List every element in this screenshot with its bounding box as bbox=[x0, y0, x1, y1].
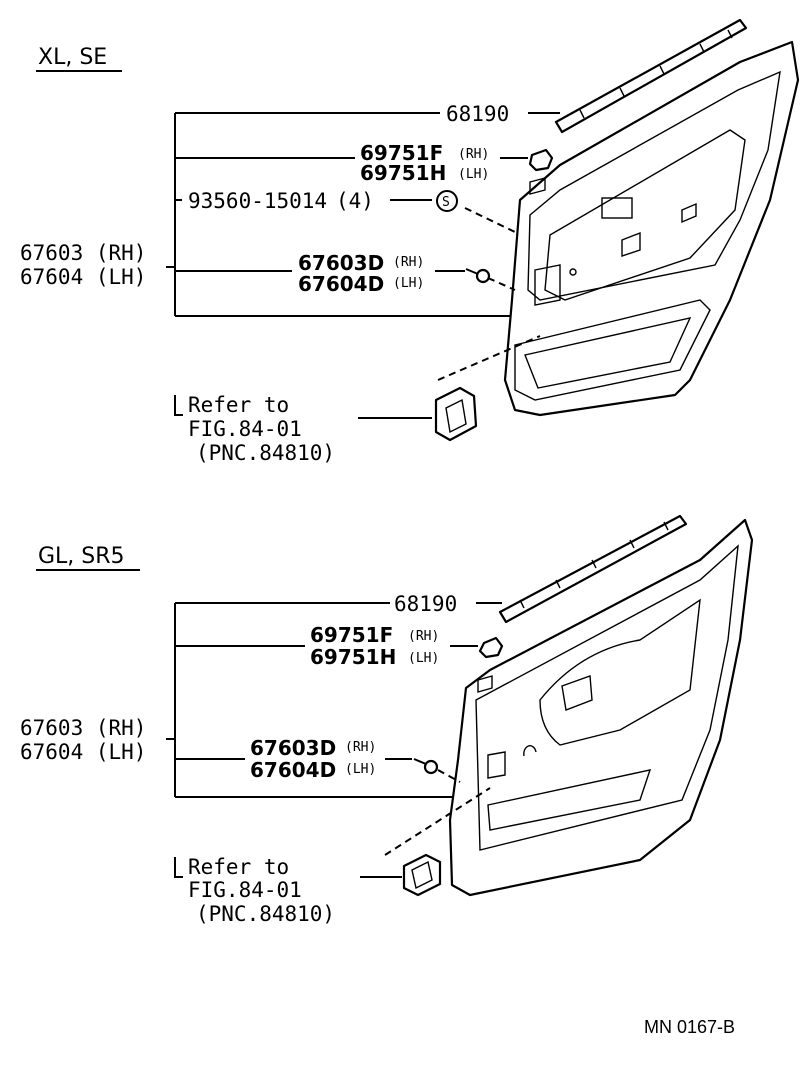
speaker-opening bbox=[681, 202, 697, 224]
label-67603: 67603 (RH) bbox=[20, 241, 146, 265]
trim-upper-panel bbox=[475, 544, 739, 851]
label-67604: 67604 (LH) bbox=[20, 265, 146, 289]
lock-opening bbox=[523, 745, 537, 757]
label-69751h: 69751H bbox=[360, 161, 446, 185]
door-trim-panel-drawing bbox=[503, 40, 800, 417]
label-68190: 68190 bbox=[394, 592, 457, 616]
trim-board bbox=[448, 518, 754, 897]
dash-screw bbox=[464, 207, 516, 233]
clip-seat bbox=[529, 177, 546, 195]
handle-recess bbox=[534, 264, 561, 306]
switch-base-part bbox=[402, 853, 442, 897]
label-67604: 67604 (LH) bbox=[20, 740, 146, 764]
dash-fastener bbox=[487, 277, 516, 291]
handle-recess bbox=[487, 751, 506, 779]
label-93560: 93560-15014 bbox=[188, 189, 327, 213]
label-68190: 68190 bbox=[446, 102, 509, 126]
refer-line-3: (PNC.84810) bbox=[196, 441, 335, 465]
trim-inner-panel bbox=[544, 129, 746, 301]
refer-line-2: FIG.84-01 bbox=[188, 878, 302, 902]
door-trim-panel-drawing bbox=[448, 518, 754, 897]
section-header: XL, SE bbox=[38, 45, 107, 70]
refer-line-3: (PNC.84810) bbox=[196, 902, 335, 926]
dash-switch bbox=[384, 787, 491, 856]
refer-line-1: Refer to bbox=[188, 393, 289, 417]
label-67604d-side: (LH) bbox=[345, 762, 376, 777]
label-67604d: 67604D bbox=[250, 758, 336, 782]
handle-bezel bbox=[561, 675, 593, 711]
label-67603d-side: (RH) bbox=[393, 255, 424, 270]
armrest-pocket bbox=[514, 299, 711, 401]
label-69751h-side: (LH) bbox=[408, 651, 439, 666]
clip-69751 bbox=[528, 148, 554, 172]
section-xl-se: XL, SE 68190 69751F (RH) 69751H (LH) 935… bbox=[20, 18, 800, 465]
fastener-67603d bbox=[413, 758, 439, 775]
belt-molding bbox=[498, 514, 688, 624]
section-header: GL, SR5 bbox=[38, 544, 125, 569]
label-69751f: 69751F bbox=[360, 141, 443, 165]
refer-leader bbox=[174, 857, 183, 878]
refer-line-2: FIG.84-01 bbox=[188, 417, 302, 441]
belt-molding-drawing bbox=[554, 18, 748, 134]
refer-line-1: Refer to bbox=[188, 855, 289, 879]
label-93560-qty: (4) bbox=[336, 189, 374, 213]
screw-symbol-circle bbox=[436, 190, 458, 212]
screw-hole bbox=[569, 268, 577, 276]
molding-clips bbox=[579, 29, 733, 119]
fastener-67603d bbox=[465, 268, 491, 284]
label-67603d: 67603D bbox=[298, 251, 384, 275]
dash-switch bbox=[437, 335, 541, 381]
leader-bracket bbox=[166, 112, 510, 317]
belt-molding-drawing bbox=[498, 514, 688, 624]
lock-knob-opening bbox=[621, 231, 641, 257]
trim-upper-panel bbox=[527, 70, 781, 301]
belt-molding bbox=[554, 18, 748, 134]
leader-bracket bbox=[166, 602, 455, 798]
label-67604d: 67604D bbox=[298, 272, 384, 296]
label-69751f-side: (RH) bbox=[408, 629, 439, 644]
switch-base-part bbox=[434, 386, 478, 442]
clip-seat bbox=[477, 675, 493, 693]
label-67603d-side: (RH) bbox=[345, 740, 376, 755]
pocket-inner bbox=[524, 317, 692, 389]
armrest-upper bbox=[539, 598, 701, 746]
label-67603: 67603 (RH) bbox=[20, 716, 146, 740]
refer-leader bbox=[174, 395, 183, 416]
label-67604d-side: (LH) bbox=[393, 276, 424, 291]
power-window-opening bbox=[601, 197, 633, 219]
molding-clips bbox=[519, 521, 669, 609]
label-69751f: 69751F bbox=[310, 623, 393, 647]
label-69751f-side: (RH) bbox=[458, 147, 489, 162]
lower-pocket bbox=[487, 769, 652, 831]
section-gl-sr5: GL, SR5 68190 69751F (RH) 69751H (LH) 67… bbox=[20, 514, 754, 926]
label-69751h-side: (LH) bbox=[458, 167, 489, 182]
clip-69751 bbox=[478, 636, 504, 659]
label-67603d: 67603D bbox=[250, 736, 336, 760]
footer-code: MN 0167-B bbox=[644, 1017, 735, 1037]
screw-symbol: S bbox=[442, 195, 450, 210]
label-69751h: 69751H bbox=[310, 645, 396, 669]
dash-fastener bbox=[437, 769, 461, 783]
trim-board bbox=[503, 40, 800, 417]
